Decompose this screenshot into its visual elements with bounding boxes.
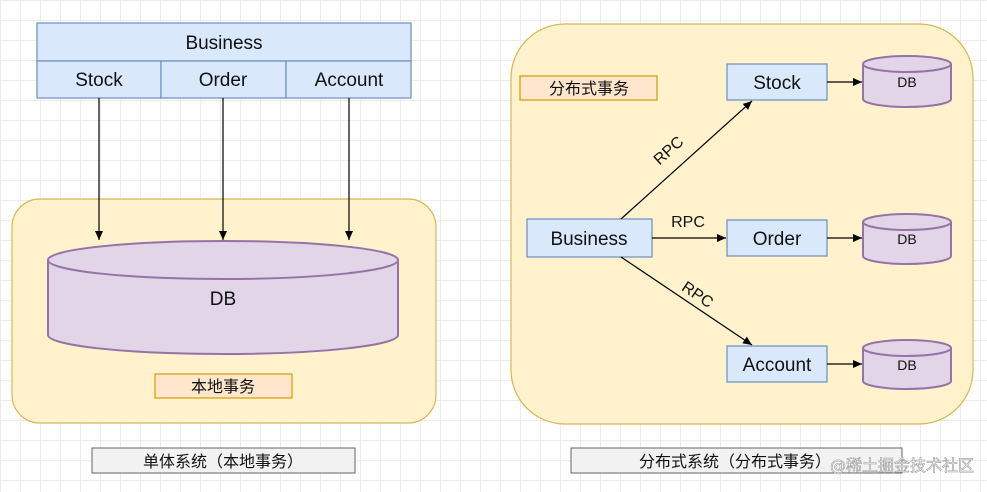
monolith-panel: Business Stock Order Account DB 本地事务 单体系…	[11, 22, 437, 474]
service-account-label: Account	[743, 355, 812, 376]
distributed-tag	[519, 75, 658, 101]
distributed-caption-box	[570, 447, 903, 474]
distributed-tag-label: 分布式事务	[549, 79, 629, 98]
monolith-db-label: DB	[210, 289, 236, 310]
rpc-arrow-stock	[620, 100, 753, 220]
distributed-panel: 分布式事务 Business RPC RPC RPC Stock Order A…	[510, 23, 974, 474]
service-order-label: Order	[753, 229, 802, 250]
db-account-label: DB	[897, 357, 916, 373]
monolith-db: DB	[47, 240, 399, 355]
monolith-module-order	[160, 60, 287, 99]
monolith-business-label: Business	[185, 33, 262, 54]
monolith-module-stock-label: Stock	[75, 70, 123, 91]
db-stock-label: DB	[897, 74, 916, 90]
service-stock-label: Stock	[753, 73, 801, 94]
monolith-tag	[154, 373, 293, 399]
distributed-business-label: Business	[550, 229, 627, 250]
db-account: DB	[862, 339, 952, 390]
monolith-module-order-label: Order	[199, 70, 248, 91]
db-order: DB	[862, 213, 952, 265]
service-stock-box	[726, 63, 828, 101]
rpc-arrow-account	[620, 256, 753, 346]
rpc-label-order: RPC	[671, 214, 705, 231]
service-account-box	[726, 345, 828, 383]
watermark: @稀土掘金技术社区	[830, 456, 974, 475]
monolith-caption: 单体系统（本地事务）	[143, 452, 303, 471]
monolith-module-account-label: Account	[315, 70, 384, 91]
monolith-module-stock	[36, 60, 162, 99]
db-order-label: DB	[897, 231, 916, 247]
monolith-caption-box	[91, 447, 356, 474]
db-stock: DB	[862, 55, 952, 108]
distributed-caption: 分布式系统（分布式事务）	[639, 452, 831, 471]
distributed-business-box	[526, 218, 653, 258]
monolith-business-box	[36, 22, 412, 62]
monolith-tag-label: 本地事务	[191, 377, 255, 396]
